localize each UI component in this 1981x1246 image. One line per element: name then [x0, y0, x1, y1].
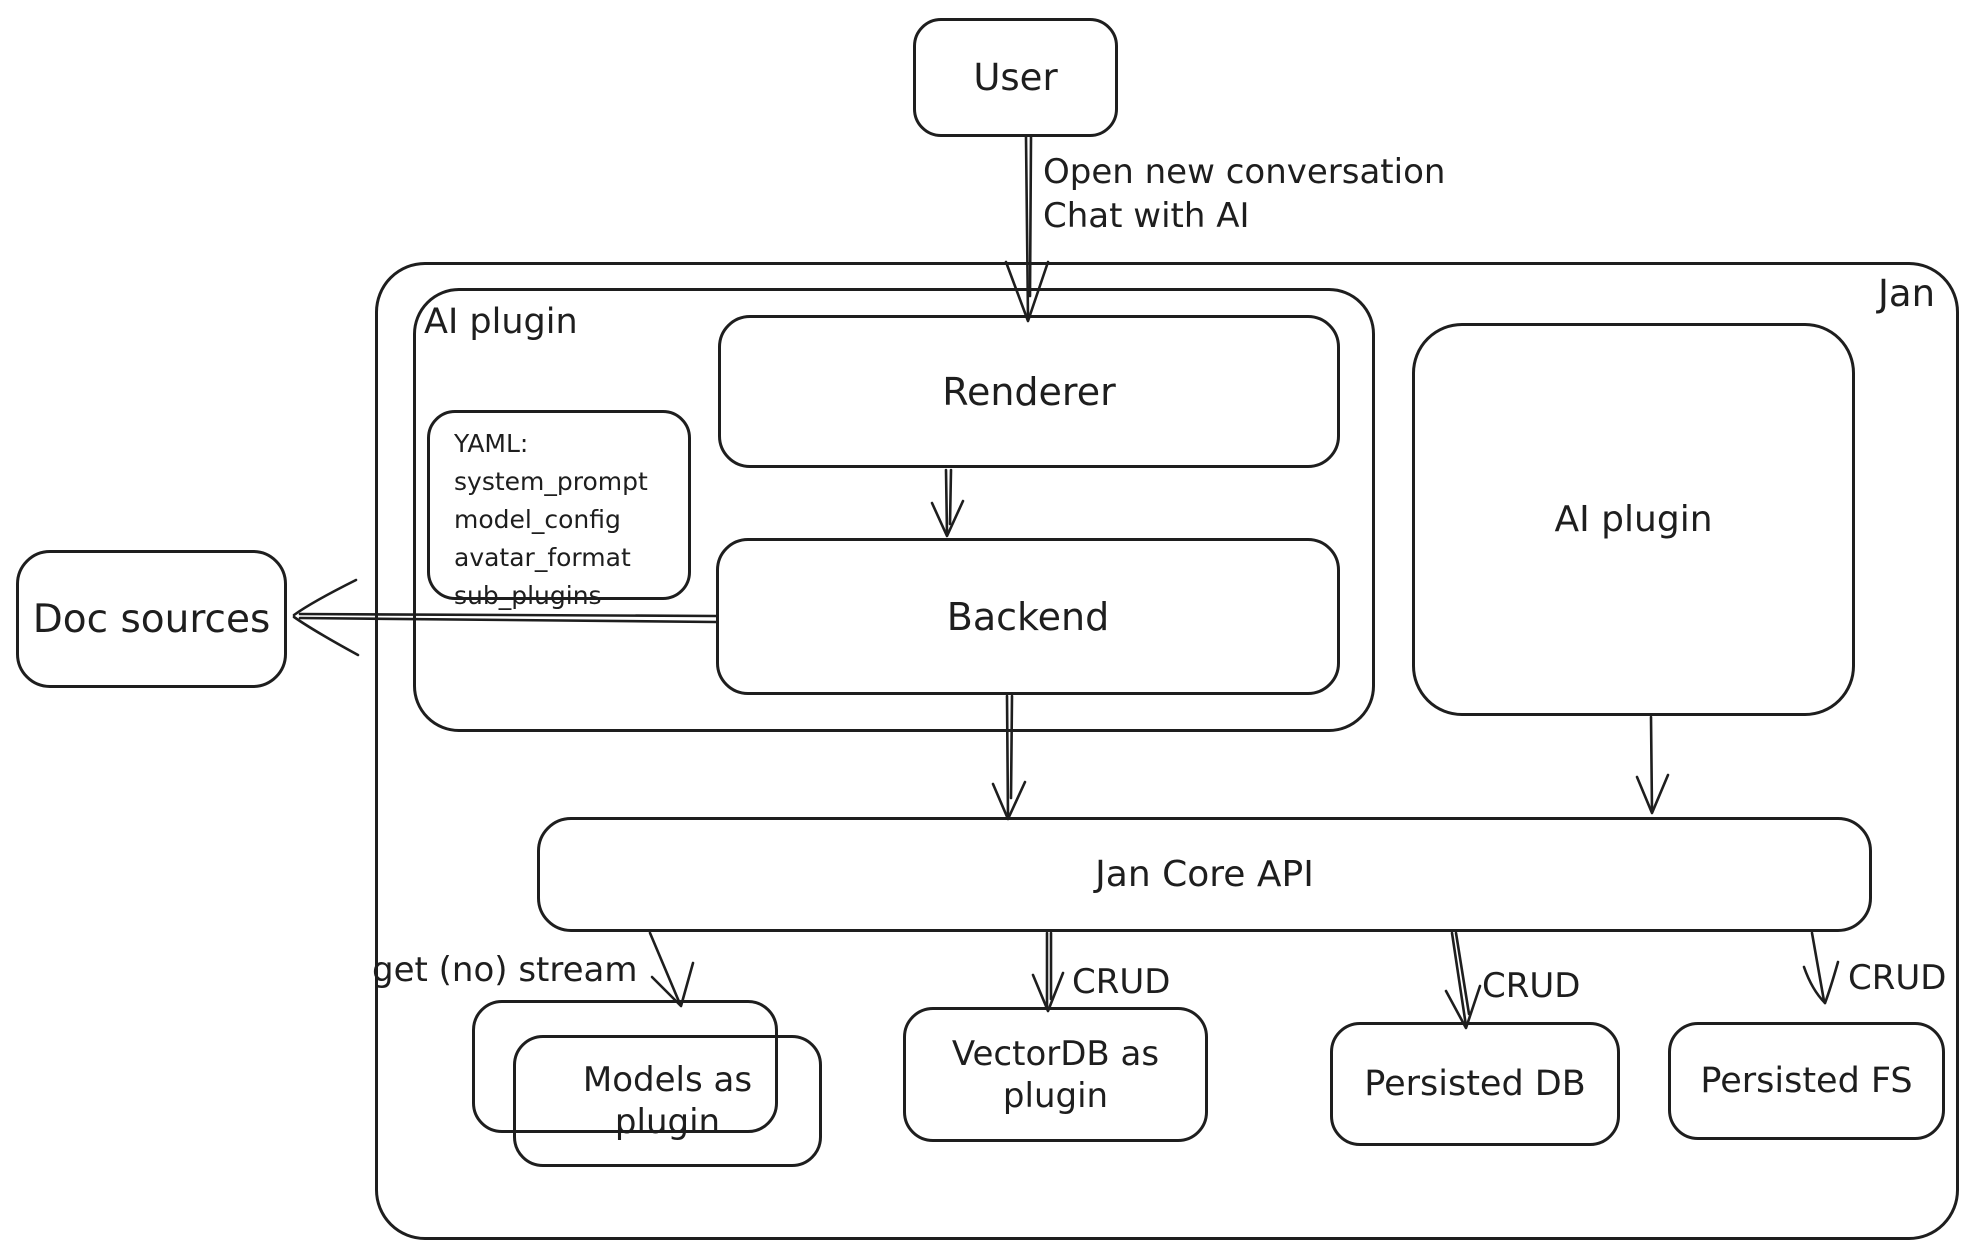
persisted-fs-node: Persisted FS [1668, 1022, 1945, 1140]
vectordb-as-plugin-node: VectorDB as plugin [903, 1007, 1208, 1142]
jan-core-api-label: Jan Core API [1095, 854, 1314, 895]
user-node: User [913, 18, 1118, 137]
vectordb-as-plugin-label: VectorDB as plugin [951, 1033, 1160, 1116]
ai-plugin-right-node: AI plugin [1412, 323, 1855, 716]
ai-plugin-right-label: AI plugin [1554, 499, 1713, 540]
persisted-db-label: Persisted DB [1364, 1064, 1586, 1104]
ai-plugin-container-label: AI plugin [424, 302, 578, 342]
jan-core-api-node: Jan Core API [537, 817, 1872, 932]
yaml-note-text: YAML: system_prompt model_config avatar_… [454, 425, 648, 615]
models-as-plugin-back-box [472, 1000, 778, 1133]
edge-label-crud-persisted-db: CRUD [1482, 966, 1581, 1006]
persisted-db-node: Persisted DB [1330, 1022, 1620, 1146]
user-label: User [973, 56, 1058, 99]
jan-container [375, 262, 1959, 1240]
edge-label-crud-vectordb: CRUD [1072, 962, 1171, 1002]
jan-container-label: Jan [1878, 272, 1936, 315]
backend-label: Backend [946, 594, 1110, 639]
yaml-note-line: avatar_format [454, 543, 631, 572]
yaml-note: YAML: system_prompt model_config avatar_… [427, 410, 691, 610]
edge-label-crud-persisted-fs: CRUD [1848, 958, 1947, 998]
renderer-label: Renderer [942, 369, 1116, 414]
backend-node: Backend [716, 538, 1340, 695]
persisted-fs-label: Persisted FS [1700, 1061, 1913, 1101]
models-as-plugin-node: Models as plugin [513, 1035, 822, 1167]
yaml-note-line: YAML: [454, 429, 529, 458]
ai-plugin-container [413, 288, 1375, 732]
yaml-note-line: model_config [454, 505, 621, 534]
edge-label-get-no-stream: get (no) stream [372, 950, 638, 990]
doc-sources-label: Doc sources [32, 596, 271, 642]
yaml-note-line: system_prompt [454, 467, 648, 496]
models-as-plugin-label: Models as plugin [582, 1060, 753, 1142]
yaml-note-line: sub_plugins [454, 581, 602, 610]
doc-sources-node: Doc sources [16, 550, 287, 688]
edge-label-open-conversation: Open new conversation Chat with AI [1043, 152, 1446, 236]
renderer-node: Renderer [718, 315, 1340, 468]
